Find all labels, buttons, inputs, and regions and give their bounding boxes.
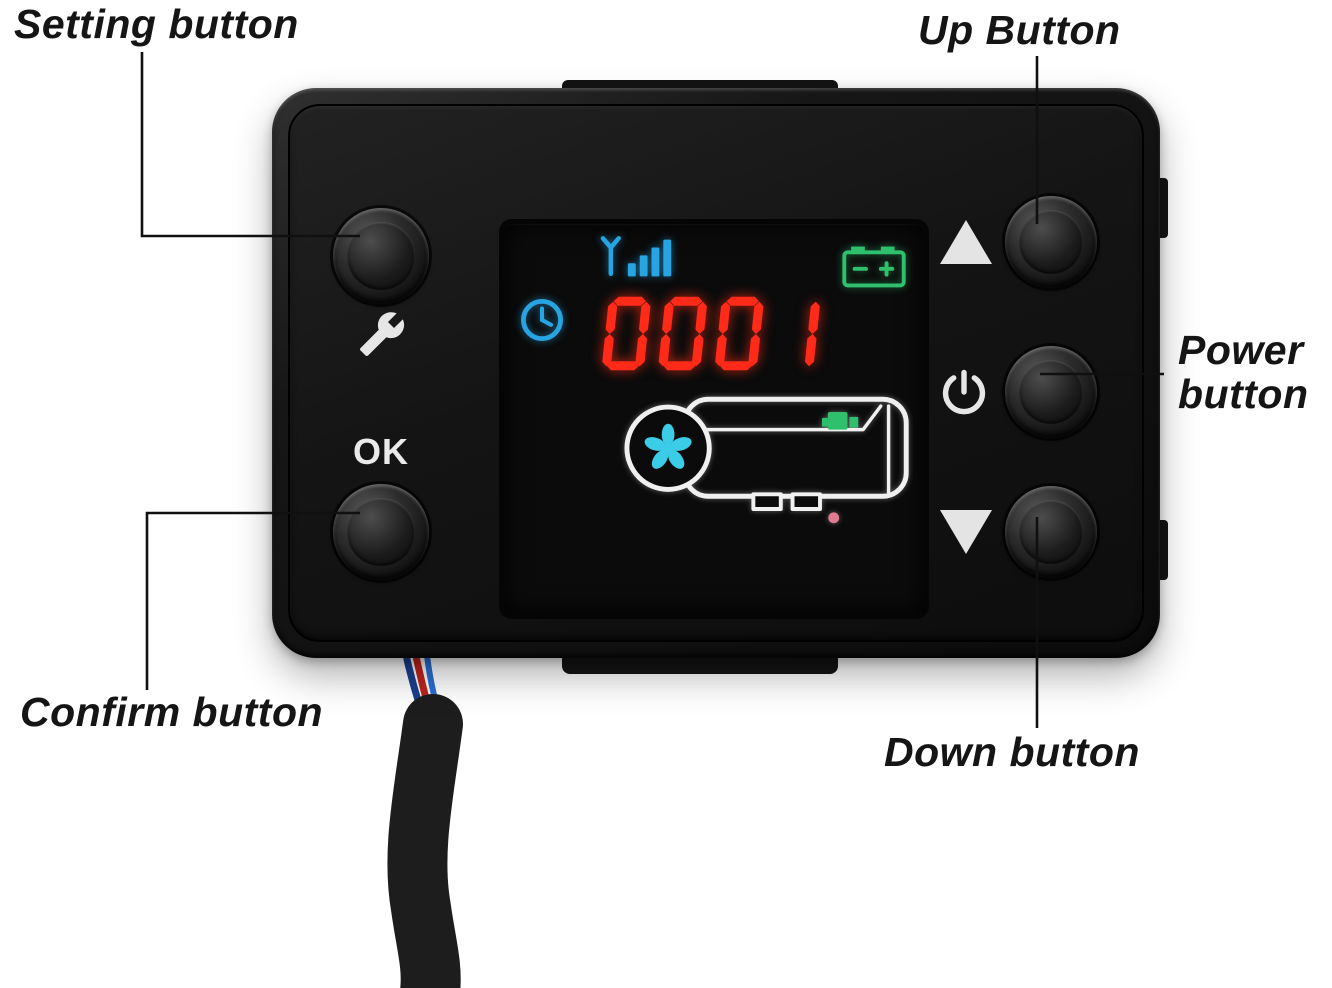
signal-bars-icon (600, 236, 672, 277)
down-button-label: Down button (884, 729, 1140, 775)
wrench-icon (360, 312, 405, 356)
setting-button-label: Setting button (14, 1, 299, 47)
confirm-button[interactable] (333, 484, 429, 580)
battery-icon (842, 246, 906, 288)
seven-segment-display (602, 296, 820, 371)
power-button-label: Power button (1178, 327, 1309, 418)
up-button-label: Up Button (918, 7, 1121, 53)
status-dot (828, 512, 840, 524)
lcd-screen (504, 224, 924, 614)
up-button[interactable] (1005, 196, 1097, 288)
triangle-down-icon (940, 510, 992, 554)
power-icon (942, 369, 986, 415)
clock-icon (521, 299, 563, 341)
triangle-up-icon (940, 220, 992, 264)
power-button[interactable] (1005, 346, 1097, 438)
fan-icon (644, 423, 692, 469)
down-button[interactable] (1005, 486, 1097, 578)
setting-button[interactable] (333, 208, 429, 304)
heater-unit-outline (624, 396, 909, 524)
ok-label: OK (353, 431, 409, 472)
confirm-button-label: Confirm button (20, 689, 324, 735)
controller-face: OK (288, 104, 1144, 642)
power-cable (387, 694, 463, 988)
fuel-pump-icon (821, 411, 859, 430)
heater-controller: OK (272, 88, 1160, 658)
